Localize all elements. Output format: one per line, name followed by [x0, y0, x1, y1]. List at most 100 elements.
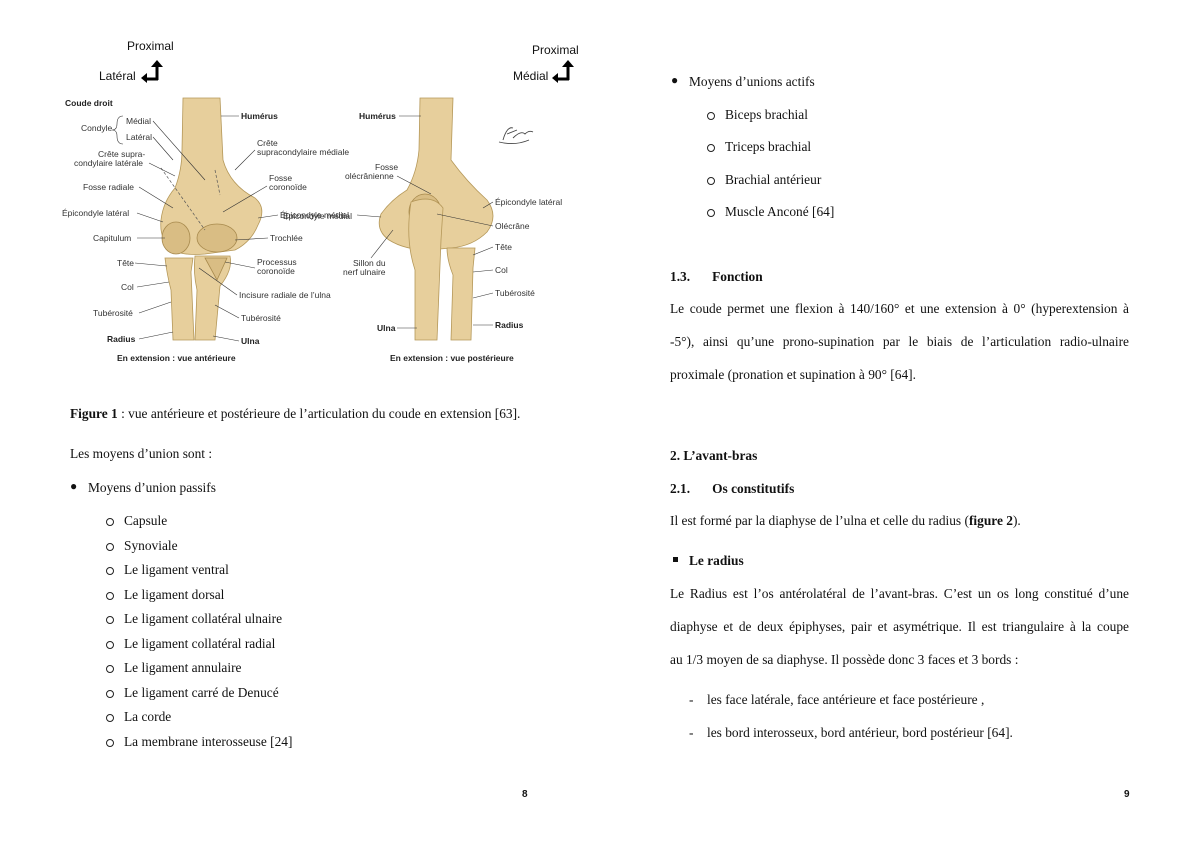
passive-heading: Moyens d’union passifs [88, 480, 216, 495]
label-condyle: Condyle [81, 123, 112, 133]
circle-bullet-icon [707, 112, 715, 120]
label-humerus-posterior: Humérus [359, 111, 396, 121]
section-1-3-title: Fonction [712, 269, 763, 284]
list-item: La corde [124, 709, 172, 724]
section-1-3-number: 1.3. [670, 269, 691, 284]
label-fossa-olecranon-1: Fosse [375, 162, 398, 172]
list-item: La membrane interosseuse [24] [124, 733, 293, 749]
dash-icon: - [689, 692, 694, 707]
label-capitulum: Capitulum [93, 233, 131, 243]
circle-bullet-icon [707, 176, 715, 185]
forearm-text-figure-ref: figure 2 [968, 513, 1013, 528]
radius-line-2: diaphyse et de deux épiphyses, pair et a… [670, 619, 1129, 634]
label-fossa-radial: Fosse radiale [83, 182, 134, 192]
list-item: Brachial antérieur [725, 171, 822, 187]
label-ulnar-groove-1: Sillon du [353, 258, 386, 268]
circle-bullet-icon [106, 689, 114, 698]
caption-posterior: En extension : vue postérieure [390, 353, 514, 363]
orientation-arrow-right-icon [552, 60, 574, 83]
radius-heading: Le radius [689, 553, 744, 568]
section-2-heading: 2. L’avant-bras [670, 448, 758, 463]
label-crest-medial-2: supracondylaire médiale [257, 147, 349, 157]
dash-item-1: les face latérale, face antérieure et fa… [707, 692, 985, 707]
orientation-proximal-left: Proximal [127, 39, 174, 53]
label-tuberosity-posterior: Tubérosité [495, 288, 535, 298]
union-intro: Les moyens d’union sont : [70, 446, 213, 461]
list-item: Le ligament carré de Denucé [124, 684, 279, 700]
label-condyle-medial: Médial [126, 116, 151, 126]
label-fossa-olecranon-2: olécrânienne [345, 171, 394, 181]
label-crest-medial-1: Crête [257, 138, 278, 148]
circle-bullet-icon [106, 518, 114, 526]
list-item: Biceps brachial [725, 107, 808, 122]
circle-bullet-icon [106, 616, 114, 624]
section-2-1-title: Os constitutifs [712, 481, 795, 496]
circle-bullet-icon [106, 665, 114, 673]
figure-caption-label: Figure 1 [70, 406, 118, 421]
list-item: Muscle Anconé [64] [725, 203, 835, 219]
label-condyle-lateral: Latéral [126, 132, 152, 142]
page-number-left: 8 [522, 789, 528, 800]
section-1-3-heading: 1.3. Fonction [670, 268, 763, 286]
label-ulna-anterior: Ulna [241, 336, 260, 346]
caption-anterior: En extension : vue antérieure [117, 353, 236, 363]
left-page: Proximal Latéral Proximal Médial [62, 39, 579, 800]
list-item: Le ligament annulaire [124, 660, 242, 675]
circle-bullet-icon [707, 208, 715, 217]
anterior-view [160, 97, 263, 341]
label-neck-posterior: Col [495, 265, 508, 275]
label-epicondyle-medial-posterior-text: Épicondyle médial [283, 211, 352, 221]
label-humerus-anterior: Humérus [241, 111, 278, 121]
right-page: ● Moyens d’unions actifs Biceps brachial… [600, 0, 1200, 849]
label-tuberosity: Tubérosité [93, 308, 133, 318]
label-coude-droit: Coude droit [65, 98, 113, 108]
orientation-medial: Médial [513, 69, 549, 83]
active-heading: Moyens d’unions actifs [689, 74, 815, 89]
label-epicondyle-lateral-posterior: Épicondyle latéral [495, 197, 562, 207]
orientation-arrow-left-icon [141, 60, 163, 83]
radius-line-3: au 1/3 moyen de sa diaphyse. Il possède … [670, 652, 1019, 667]
list-item: Capsule [124, 513, 168, 528]
list-item: Synoviale [124, 537, 178, 553]
label-epicondyle-medial-anterior: Épicondyle médial [280, 210, 349, 220]
circle-bullet-icon [106, 640, 114, 649]
orientation-lateral: Latéral [99, 69, 136, 83]
forearm-text-start: Il est formé par la diaphyse de l’ulna e… [670, 513, 969, 528]
circle-bullet-icon [707, 144, 715, 153]
function-line-3: proximale (pronation et supination à 90°… [670, 367, 916, 382]
forearm-text-end: ). [1012, 513, 1021, 528]
function-line-1: Le coude permet une flexion à 140/160° e… [670, 301, 1129, 316]
dash-icon: - [689, 725, 694, 740]
label-ulna-posterior: Ulna [377, 323, 396, 333]
label-fossa-coronoid-2: coronoïde [269, 182, 307, 192]
label-coronoid-2: coronoïde [257, 266, 295, 276]
list-item: Le ligament collatéral radial [124, 635, 276, 651]
bullet-icon: ● [671, 73, 679, 87]
label-ulnar-groove-2: nerf ulnaire [343, 267, 386, 277]
posterior-view [378, 97, 494, 341]
dash-item-2: les bord interosseux, bord antérieur, bo… [707, 725, 1013, 740]
figure-caption-text: : vue antérieure et postérieure de l’art… [117, 406, 521, 421]
label-crest-lateral-1: Crête supra- [98, 149, 145, 159]
circle-bullet-icon [106, 542, 114, 551]
circle-bullet-icon [106, 591, 114, 600]
label-trochlea: Trochlée [270, 233, 303, 243]
square-bullet-icon [673, 557, 678, 562]
list-item: Triceps brachial [725, 139, 812, 155]
orientation-proximal-right: Proximal [532, 43, 579, 57]
elbow-anatomy-figure: Coude droit Condyle Médial Latéral Crête… [62, 97, 562, 363]
label-head: Tête [117, 258, 134, 268]
circle-bullet-icon [106, 714, 114, 722]
page-number-right: 9 [1124, 789, 1130, 800]
radius-line-1: Le Radius est l’os antérolatéral de l’av… [670, 586, 1129, 601]
label-radius: Radius [107, 334, 136, 344]
label-epicondyle-lateral: Épicondyle latéral [62, 208, 129, 218]
label-fossa-coronoid-1: Fosse [269, 173, 292, 183]
label-tuberosity-ulna: Tubérosité [241, 313, 281, 323]
section-2-1-number: 2.1. [670, 481, 691, 496]
netter-signature [498, 127, 534, 145]
label-crest-lateral-2: condylaire latérale [74, 158, 143, 168]
circle-bullet-icon [106, 567, 114, 575]
list-item: Le ligament ventral [124, 562, 229, 577]
circle-bullet-icon [106, 738, 114, 747]
